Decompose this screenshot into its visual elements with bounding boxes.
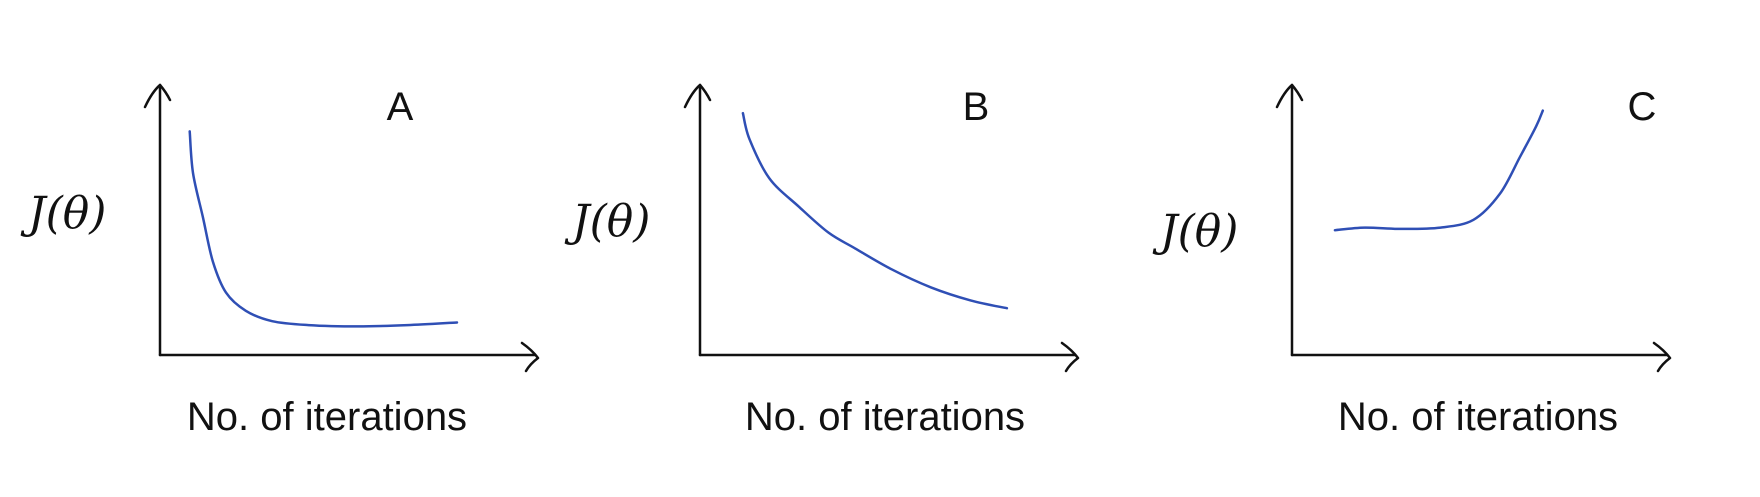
chart-panel-b: B J(θ) No. of iterations bbox=[564, 83, 1080, 439]
x-axis-arrowhead bbox=[1652, 341, 1672, 373]
series-line bbox=[188, 130, 459, 328]
chart-title: A bbox=[387, 85, 414, 129]
x-axis-arrowhead bbox=[1060, 341, 1080, 373]
series-line bbox=[1333, 109, 1545, 232]
chart-panel-a: A J(θ) No. of iterations bbox=[20, 83, 540, 439]
y-axis-label: J(θ) bbox=[1152, 206, 1238, 257]
series-line bbox=[741, 111, 1009, 310]
x-axis-label: No. of iterations bbox=[1338, 395, 1618, 439]
chart-title: C bbox=[1628, 85, 1657, 129]
x-axis-label: No. of iterations bbox=[187, 395, 467, 439]
y-axis-label: J(θ) bbox=[564, 196, 650, 247]
y-axis-arrowhead bbox=[683, 83, 712, 109]
x-axis-label: No. of iterations bbox=[745, 395, 1025, 439]
y-axis-label: J(θ) bbox=[20, 188, 106, 239]
x-axis-arrowhead bbox=[520, 341, 540, 373]
chart-panel-c: C J(θ) No. of iterations bbox=[1152, 83, 1672, 439]
y-axis-arrowhead bbox=[1275, 83, 1304, 109]
y-axis-arrowhead bbox=[143, 83, 172, 109]
chart-title: B bbox=[963, 85, 990, 129]
